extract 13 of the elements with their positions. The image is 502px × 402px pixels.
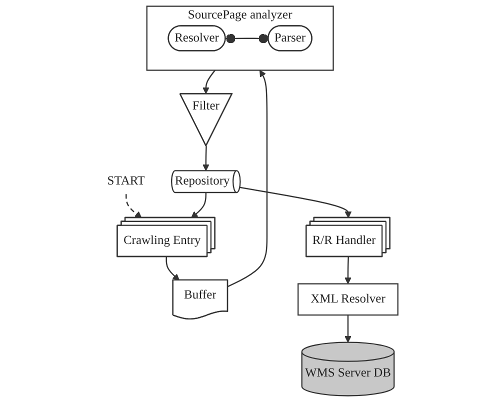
arrow	[126, 194, 142, 218]
node-text: START	[107, 174, 146, 188]
arrow	[166, 256, 180, 281]
arrow	[202, 146, 210, 171]
arrow	[202, 70, 216, 94]
node-box: XML Resolver	[298, 283, 398, 316]
node-text: Repository	[174, 174, 230, 188]
arrow	[344, 256, 352, 284]
arrow	[240, 186, 352, 218]
connector	[226, 34, 269, 44]
arrow	[227, 70, 268, 288]
arrow	[191, 192, 207, 218]
arrow	[344, 315, 352, 343]
